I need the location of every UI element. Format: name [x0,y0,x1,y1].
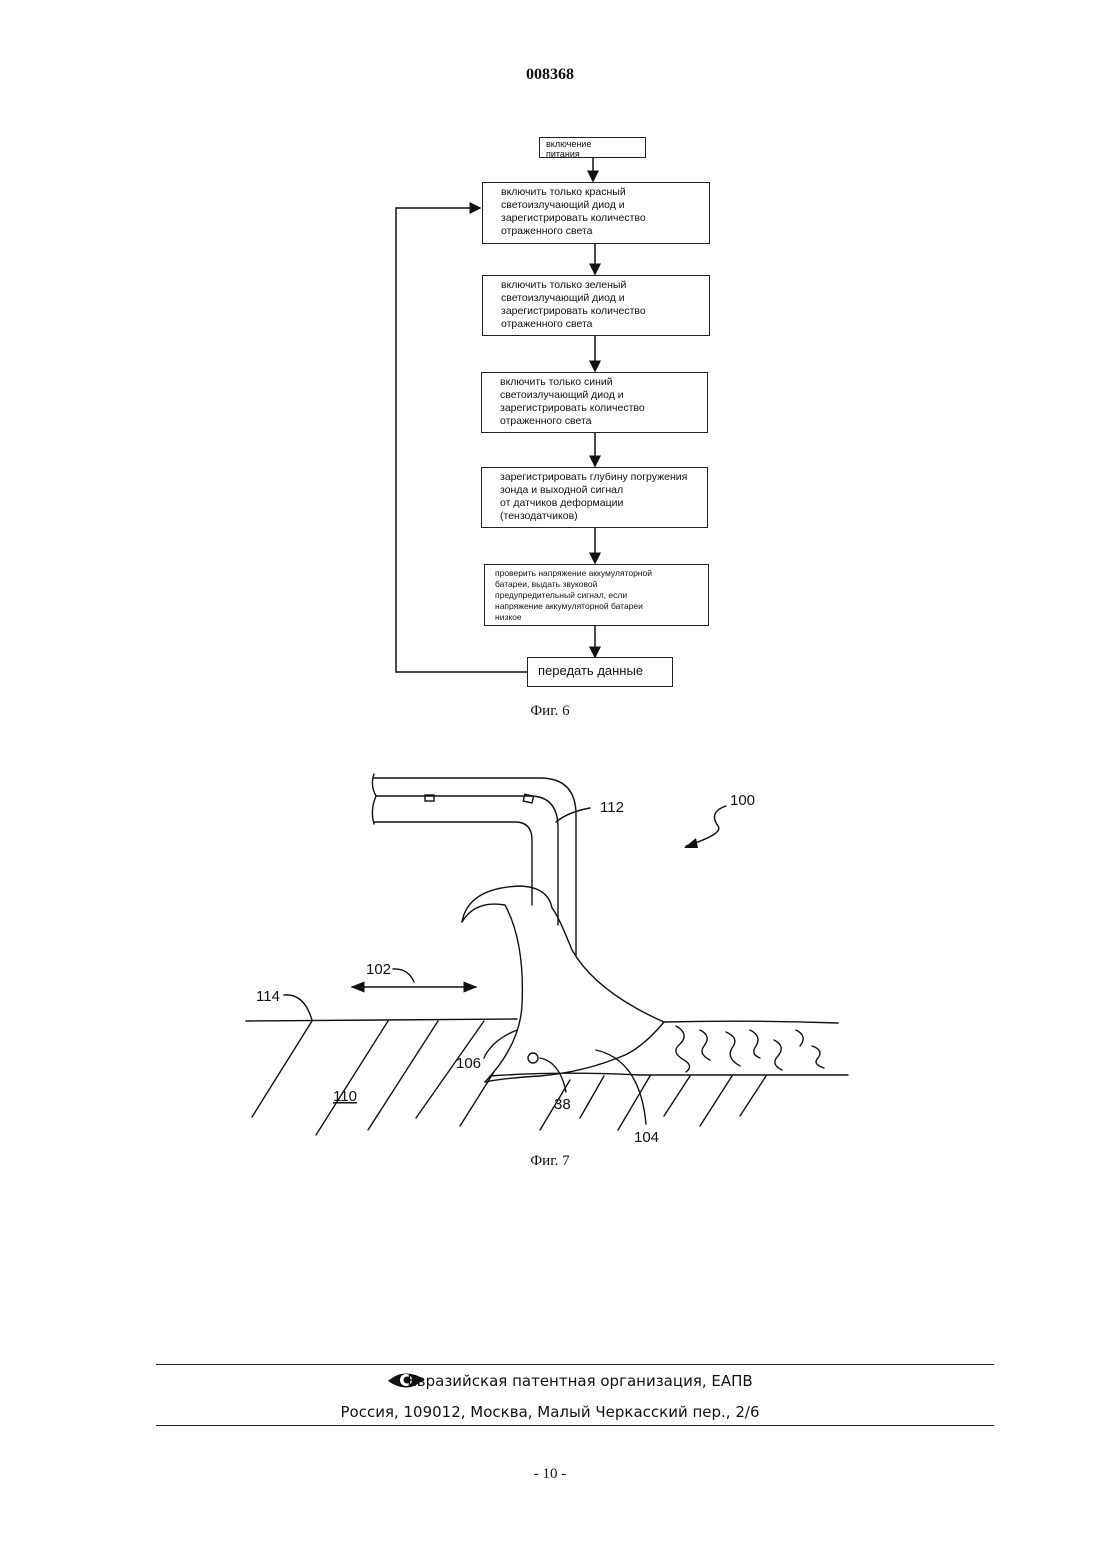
footer-bottom-rule [156,1425,994,1426]
figure-7-caption: Фиг. 7 [0,1153,1100,1170]
ref-label-102: 102 [366,961,391,978]
ref-label-104: 104 [634,1129,659,1146]
sensor-2 [523,794,533,803]
soil-surface-right [664,1021,838,1023]
footer-address: Россия, 109012, Москва, Малый Черкасский… [0,1403,1100,1421]
pipe-middle [376,796,558,925]
ref-label-114: 114 [256,988,280,1005]
footer-organization: Евразийская патентная организация, ЕАПВ [0,1372,1100,1390]
ref-label-100: 100 [730,792,755,809]
pipe-outer [374,778,576,955]
ref-label-38: 38 [554,1096,571,1113]
ref-label-106: 106 [456,1055,481,1072]
pipe-inner [374,822,532,905]
page-number: - 10 - [0,1466,1100,1483]
soil-surface [246,1019,517,1021]
pipe-end [372,774,376,824]
tine-blade-front [462,886,664,1082]
leader-100 [686,806,726,846]
ref-label-112: 112 [600,799,624,816]
footer-top-rule [156,1364,994,1365]
sensor-38 [528,1053,538,1063]
ref-label-110: 110 [333,1088,357,1105]
